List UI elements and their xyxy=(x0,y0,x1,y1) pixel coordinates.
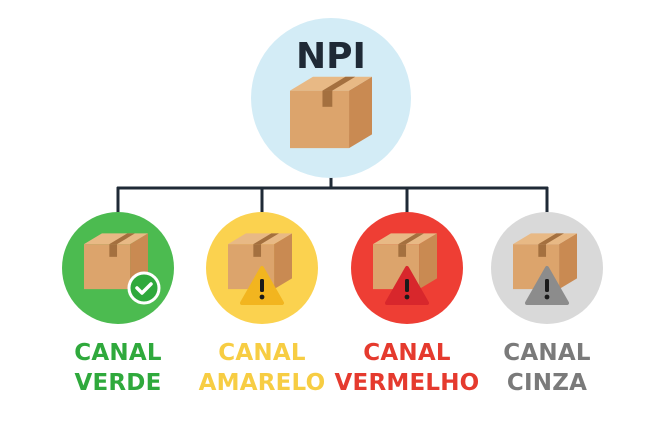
box-side xyxy=(274,233,292,290)
channel-label-3: CANAL VERMELHO xyxy=(332,338,482,398)
root-title: NPI xyxy=(296,36,366,77)
channel-node-2 xyxy=(206,212,318,324)
channel-label-line2: AMARELO xyxy=(198,370,326,396)
box-tape xyxy=(253,233,279,245)
box-tape-front xyxy=(109,244,118,257)
check-icon xyxy=(127,271,161,305)
root-node: NPI xyxy=(251,18,411,178)
box-top xyxy=(373,233,437,245)
channel-label-line2: VERDE xyxy=(74,370,162,396)
box-tape-front xyxy=(253,244,262,257)
box-top xyxy=(228,233,292,245)
channel-label-2: CANAL AMARELO xyxy=(187,338,337,398)
box-front xyxy=(84,244,131,290)
channel-label-line2: VERMELHO xyxy=(334,370,480,396)
channel-label-line1: CANAL xyxy=(503,340,591,366)
box-icon xyxy=(290,76,372,149)
box-front xyxy=(290,90,350,149)
box-tape xyxy=(109,233,135,245)
box-tape-front xyxy=(538,244,547,257)
box-tape xyxy=(322,76,356,91)
channel-label-line1: CANAL xyxy=(218,340,306,366)
channel-label-line1: CANAL xyxy=(74,340,162,366)
box-top xyxy=(290,76,372,91)
box-side xyxy=(349,76,372,149)
box-tape-front xyxy=(398,244,407,257)
channel-label-line2: CINZA xyxy=(506,370,588,396)
connector-lines xyxy=(116,174,549,214)
channel-node-1 xyxy=(62,212,174,324)
box-tape xyxy=(538,233,564,245)
box-side xyxy=(559,233,577,290)
box-top xyxy=(513,233,577,245)
channel-label-4: CANAL CINZA xyxy=(472,338,622,398)
box-tape xyxy=(398,233,424,245)
box-top xyxy=(84,233,148,245)
channel-label-line1: CANAL xyxy=(363,340,451,366)
box-side xyxy=(419,233,437,290)
channel-label-1: CANAL VERDE xyxy=(43,338,193,398)
box-tape-front xyxy=(322,90,333,107)
channel-node-3 xyxy=(351,212,463,324)
warning-icon xyxy=(525,266,569,305)
warning-icon xyxy=(385,266,429,305)
warning-icon xyxy=(240,266,284,305)
channel-node-4 xyxy=(491,212,603,324)
